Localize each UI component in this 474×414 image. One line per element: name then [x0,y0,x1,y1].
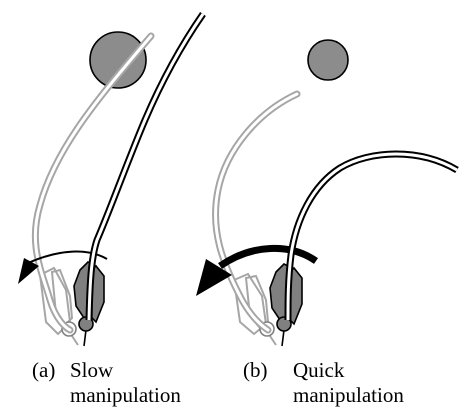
object-a [85,12,206,321]
caption-a-line1: Slow [70,358,114,382]
rotation-arrow-b [196,244,318,296]
rotation-arrow-a [18,250,108,284]
ghost-object-a [31,32,155,334]
caption-a-letter: (a) [32,358,56,382]
caption-a-line2: manipulation [70,383,181,407]
panel-a [18,12,206,347]
panel-b [196,39,459,347]
caption-b-letter: (b) [243,358,268,382]
caption-b-line1: Quick [293,358,345,382]
ghost-object-b [212,90,301,334]
hand-joint-b [276,316,292,332]
obstacle-b [307,39,349,81]
object-b [284,150,459,321]
obstacle-a [89,31,147,89]
caption-b-line2: manipulation [293,383,404,407]
